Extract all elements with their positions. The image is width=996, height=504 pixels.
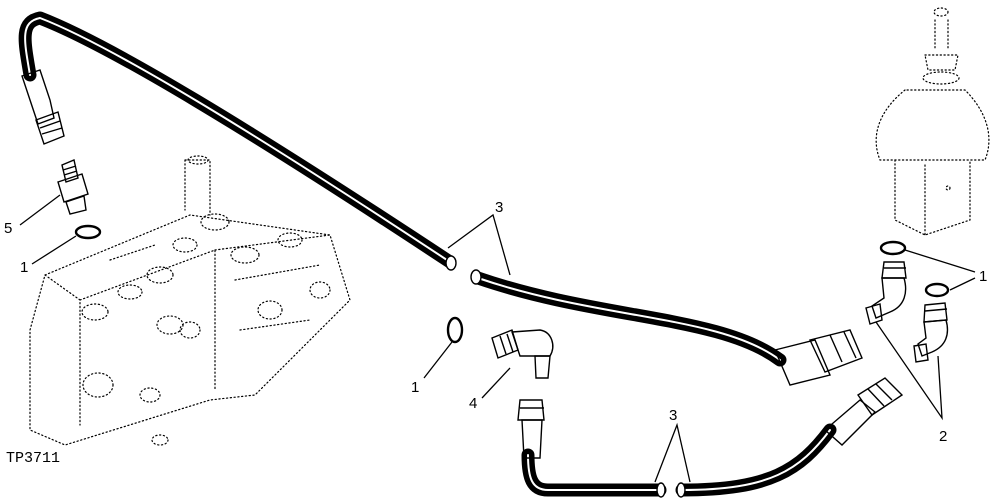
- o-ring-mid: [446, 316, 464, 344]
- upper-hose-left-section: [18, 11, 457, 271]
- elbow-fitting-center: [491, 329, 554, 379]
- adapter-fitting: [57, 159, 89, 215]
- callout-5: 5: [4, 220, 12, 237]
- callout-3-lower: 3: [669, 407, 677, 424]
- lower-hose-left-section: [521, 448, 667, 498]
- leader-lines: [19, 194, 976, 483]
- o-ring-right-lower: [924, 282, 950, 298]
- upper-hose-right-section: [470, 269, 787, 367]
- upper-hose-elbow-fitting: [774, 329, 863, 386]
- o-ring-left: [74, 224, 102, 240]
- elbow-fitting-right-lower: [913, 302, 949, 363]
- lower-hose-top-fitting: [517, 399, 545, 459]
- o-ring-right-upper: [879, 240, 907, 256]
- figure-id-label: TP3711: [6, 450, 60, 467]
- callout-1-mid: 1: [411, 379, 419, 396]
- joystick-control: [875, 7, 990, 236]
- lower-hose-right-section: [675, 423, 837, 498]
- lower-hose-end-fitting: [823, 377, 904, 446]
- callout-3-upper: 3: [495, 199, 503, 216]
- elbow-fitting-right-upper: [865, 261, 907, 325]
- callout-1-right: 1: [979, 268, 987, 285]
- control-valve-block: [29, 155, 351, 446]
- upper-hose-end-fitting: [21, 69, 65, 145]
- callout-1-left: 1: [20, 259, 28, 276]
- callout-4: 4: [469, 395, 477, 412]
- callout-2: 2: [939, 428, 947, 445]
